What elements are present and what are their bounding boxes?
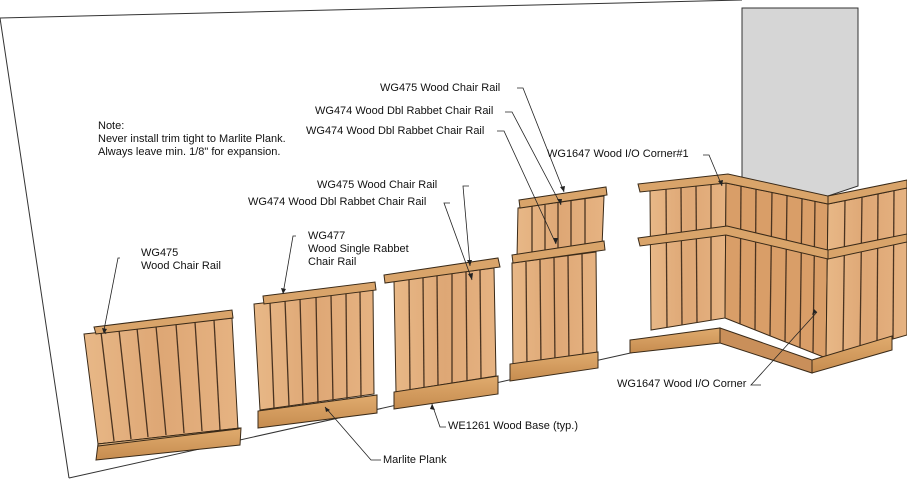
panel-2 xyxy=(253,281,378,429)
label-marlite-plank: Marlite Plank xyxy=(383,454,447,466)
note-heading: Note: xyxy=(98,120,125,132)
label-wg477-line3: Chair Rail xyxy=(308,256,357,268)
label-wg475-left-line2: Wood Chair Rail xyxy=(141,260,221,272)
label-wg477: WG477 Wood Single Rabbet Chair Rail xyxy=(308,230,409,269)
note-line-2: Always leave min. 1/8" for expansion. xyxy=(98,146,281,158)
label-wg1647-bottom: WG1647 Wood I/O Corner xyxy=(617,378,747,390)
panel-1 xyxy=(83,309,242,461)
label-we1261: WE1261 Wood Base (typ.) xyxy=(448,420,579,432)
panel-4 xyxy=(509,186,608,382)
label-wg1647-top: WG1647 Wood I/O Corner#1 xyxy=(547,148,689,160)
label-wg474-top-1: WG474 Wood Dbl Rabbet Chair Rail xyxy=(315,105,494,117)
leader-arrows xyxy=(102,180,817,412)
install-note: Note: Never install trim tight to Marlit… xyxy=(98,120,286,159)
label-wg475-left-line1: WG475 xyxy=(141,247,179,259)
label-wg475-mid: WG475 Wood Chair Rail xyxy=(317,179,438,191)
leader-lines xyxy=(103,87,818,461)
label-wg475-top: WG475 Wood Chair Rail xyxy=(380,82,501,94)
label-wg477-line2: Wood Single Rabbet xyxy=(308,243,409,255)
column xyxy=(741,7,859,198)
label-wg477-line1: WG477 xyxy=(308,230,346,242)
label-wg475-left: WG475 Wood Chair Rail xyxy=(141,247,221,273)
note-line-1: Never install trim tight to Marlite Plan… xyxy=(98,133,286,145)
panel-3 xyxy=(383,257,501,410)
label-wg474-top-2: WG474 Wood Dbl Rabbet Chair Rail xyxy=(306,125,485,137)
corner-assembly xyxy=(629,173,907,374)
label-wg474-mid: WG474 Wood Dbl Rabbet Chair Rail xyxy=(248,196,427,208)
